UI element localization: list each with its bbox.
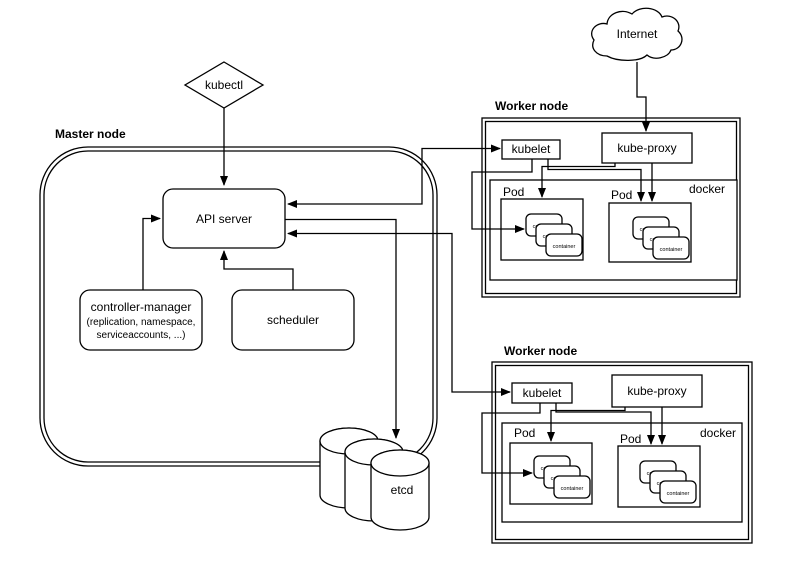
container-label: container [667,491,690,497]
controller-manager-label: controller-manager [91,300,192,314]
kube-proxy-2-to-pod-1-arrow [547,407,626,442]
container-box [545,233,583,257]
controller-manager-to-apiserver-arrow [142,214,161,290]
internet-cloud [591,7,683,62]
kubelet-1-box [501,139,561,160]
container-label: container [553,244,576,250]
kubectl-label: kubectl [205,78,243,92]
container-box [553,475,591,499]
kubelet-2-box [511,382,573,404]
worker-node-2-label: Worker node [504,344,577,358]
pod-2-2-label: Pod [620,432,641,446]
docker-1-label: docker [689,182,725,196]
scheduler-label: scheduler [267,313,319,327]
kubelet-2-to-container-arrow [481,403,541,477]
controller-manager-box [79,289,203,351]
controller-manager-subtext-2: serviceaccounts, ...) [97,330,186,341]
kubelet-1-label: kubelet [512,142,551,156]
kubelet-2-to-pod-2-arrow [555,403,655,445]
container-box [659,480,697,504]
etcd-label: etcd [391,483,414,497]
apiserver-kubelet-1-arrow [287,144,501,208]
pod-2-1-label: Pod [514,426,535,440]
api-server-box [162,188,286,249]
kubelet-1-to-container-arrow [471,159,533,233]
kube-proxy-2-box [611,374,703,408]
container-box [652,236,690,260]
etcd-cylinder-front-top [370,449,430,477]
pod-1-1-label: Pod [503,185,524,199]
scheduler-to-apiserver-arrow [220,250,294,290]
controller-manager-subtext-1: (replication, namespace, [87,317,196,328]
kube-proxy-1-label: kube-proxy [617,141,676,155]
pod-1-2-label: Pod [611,188,632,202]
internet-to-kube-proxy-1-arrow [636,62,650,132]
worker-node-2-box-inner [494,364,750,541]
container-label: container [660,247,683,253]
kubelet-1-to-pod-2-arrow [547,159,645,202]
apiserver-kubelet-2-arrow [287,229,511,396]
kube-proxy-1-box [601,132,693,164]
master-node-label: Master node [55,127,126,141]
container-label: container [561,486,584,492]
kubelet-2-label: kubelet [523,386,562,400]
kube-proxy-1-to-pod-1-arrow [538,163,616,198]
api-server-label: API server [196,212,252,226]
docker-2-label: docker [700,426,736,440]
kube-proxy-2-label: kube-proxy [627,384,686,398]
internet-label: Internet [617,27,658,41]
worker-node-1-label: Worker node [495,99,568,113]
